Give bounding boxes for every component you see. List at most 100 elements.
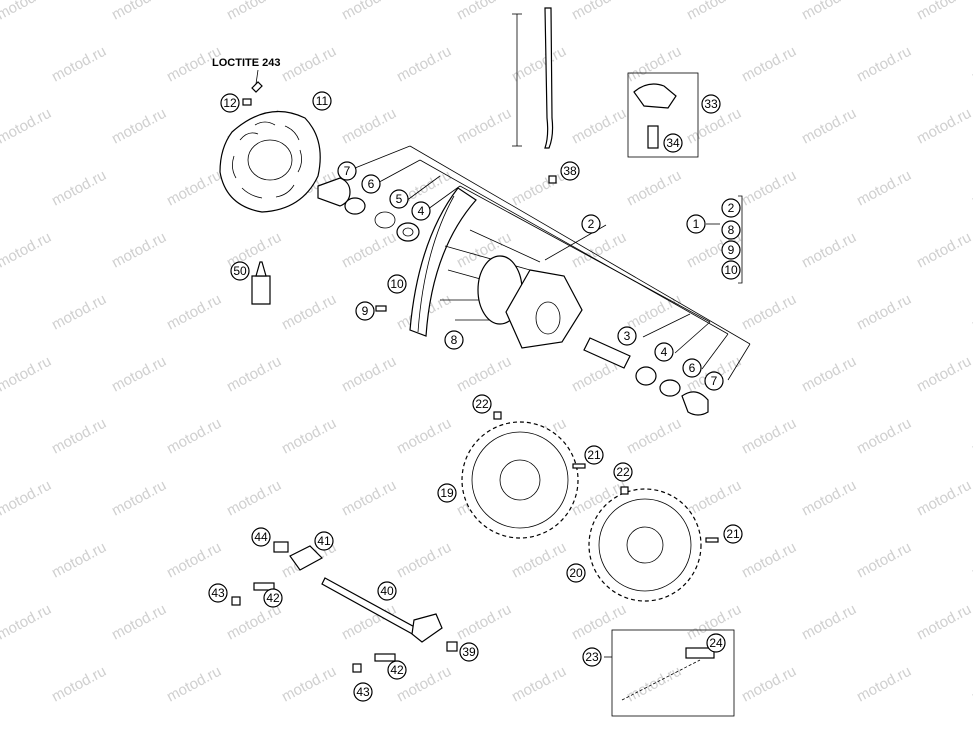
- watermark-text: motod.ru: [624, 291, 684, 334]
- watermark-text: motod.ru: [509, 539, 569, 582]
- callout-circle: [721, 220, 741, 240]
- watermark-text: motod.ru: [279, 291, 339, 334]
- adjuster-screw-b: [374, 653, 396, 662]
- callout-circle: [721, 240, 741, 260]
- callout-circle: [721, 198, 741, 218]
- callout-c10: 10: [387, 274, 407, 294]
- callout-circle: [377, 581, 397, 601]
- spoke-tool: [512, 7, 554, 149]
- callout-circle: [617, 326, 637, 346]
- watermark-text: motod.ru: [914, 601, 973, 644]
- watermark-text: motod.ru: [109, 229, 169, 272]
- sprocket-20: [588, 488, 702, 602]
- callout-c24: 24: [706, 633, 726, 653]
- callout-number: 23: [585, 650, 599, 664]
- callout-c7b: 7: [704, 371, 724, 391]
- nipple-screw: [375, 305, 387, 312]
- callout-number: 42: [390, 663, 404, 677]
- tyre-valve-inset: [627, 72, 699, 158]
- callout-c1: 1: [686, 214, 706, 234]
- callout-number: 33: [704, 97, 718, 111]
- loctite-label: LOCTITE 243: [212, 57, 280, 69]
- watermark-text: motod.ru: [164, 539, 224, 582]
- watermark-text: motod.ru: [509, 663, 569, 706]
- watermark-text: motod.ru: [854, 539, 914, 582]
- watermark-text: motod.ru: [0, 229, 54, 272]
- callout-number: 22: [475, 397, 489, 411]
- callout-number: 11: [316, 94, 329, 108]
- watermark-text: motod.ru: [624, 663, 684, 706]
- loctite-bottle-small: LOCTITE 243: [212, 57, 280, 93]
- callout-circle: [314, 531, 334, 551]
- watermark-text: motod.ru: [684, 477, 744, 520]
- left-seal: [344, 197, 366, 215]
- watermark-text: motod.ru: [224, 353, 284, 396]
- left-circlip: [374, 211, 396, 229]
- watermark-text: motod.ru: [969, 415, 973, 458]
- watermark-text: motod.ru: [109, 601, 169, 644]
- callout-c7a: 7: [337, 161, 357, 181]
- callout-number: 2: [588, 217, 595, 231]
- watermark-text: motod.ru: [0, 477, 54, 520]
- watermark-text: motod.ru: [739, 663, 799, 706]
- watermark-text: motod.ru: [0, 601, 54, 644]
- sprocket-bolt-a: [572, 463, 586, 469]
- callout-circle: [663, 133, 683, 153]
- watermark-text: motod.ru: [969, 539, 973, 582]
- watermark-text: motod.ru: [164, 663, 224, 706]
- callout-number: 43: [356, 685, 370, 699]
- watermark-text: motod.ru: [969, 167, 973, 210]
- callout-number: 8: [728, 223, 735, 237]
- watermark-text: motod.ru: [109, 353, 169, 396]
- watermark-text: motod.ru: [739, 539, 799, 582]
- callout-circle: [411, 201, 431, 221]
- callout-circle: [353, 682, 373, 702]
- callout-c50: 50: [230, 261, 250, 281]
- callout-c4b: 4: [654, 342, 674, 362]
- watermark-text: motod.ru: [509, 43, 569, 86]
- callout-c42a: 42: [263, 588, 283, 608]
- watermark-text: motod.ru: [854, 415, 914, 458]
- callout-c9: 9: [355, 301, 375, 321]
- watermark-text: motod.ru: [49, 663, 109, 706]
- watermark-text: motod.ru: [339, 0, 399, 24]
- watermark-text: motod.ru: [279, 663, 339, 706]
- callout-c22a: 22: [472, 394, 492, 414]
- callout-number: 7: [344, 164, 351, 178]
- callout-number: 6: [689, 361, 696, 375]
- watermark-text: motod.ru: [394, 539, 454, 582]
- watermark-text: motod.ru: [684, 0, 744, 24]
- watermark-text: motod.ru: [49, 415, 109, 458]
- watermark-text: motod.ru: [279, 415, 339, 458]
- callout-c44: 44: [251, 527, 271, 547]
- watermark-text: motod.ru: [49, 43, 109, 86]
- watermark-text: motod.ru: [454, 601, 514, 644]
- axle-nut: [446, 641, 458, 652]
- watermark-text: motod.ru: [339, 353, 399, 396]
- watermark-text: motod.ru: [624, 43, 684, 86]
- callout-circle: [437, 483, 457, 503]
- watermark-text: motod.ru: [109, 105, 169, 148]
- callout-c34: 34: [663, 133, 683, 153]
- callout-circle: [582, 647, 602, 667]
- watermark-text: motod.ru: [799, 229, 859, 272]
- watermark-text: motod.ru: [914, 477, 973, 520]
- callout-circle: [613, 462, 633, 482]
- callout-circle: [581, 214, 601, 234]
- watermark-text: motod.ru: [0, 0, 54, 24]
- watermark-text: motod.ru: [854, 167, 914, 210]
- watermark-text: motod.ru: [914, 229, 973, 272]
- callout-c43b: 43: [353, 682, 373, 702]
- watermark-text: motod.ru: [739, 415, 799, 458]
- left-spacer: [317, 177, 351, 207]
- callout-c40: 40: [377, 581, 397, 601]
- callout-c43a: 43: [208, 583, 228, 603]
- valve-cap: [548, 175, 557, 184]
- callout-c42b: 42: [387, 660, 407, 680]
- right-spacer: [681, 391, 709, 416]
- watermark-text: motod.ru: [164, 167, 224, 210]
- callout-c8: 8: [444, 330, 464, 350]
- watermark-text: motod.ru: [279, 43, 339, 86]
